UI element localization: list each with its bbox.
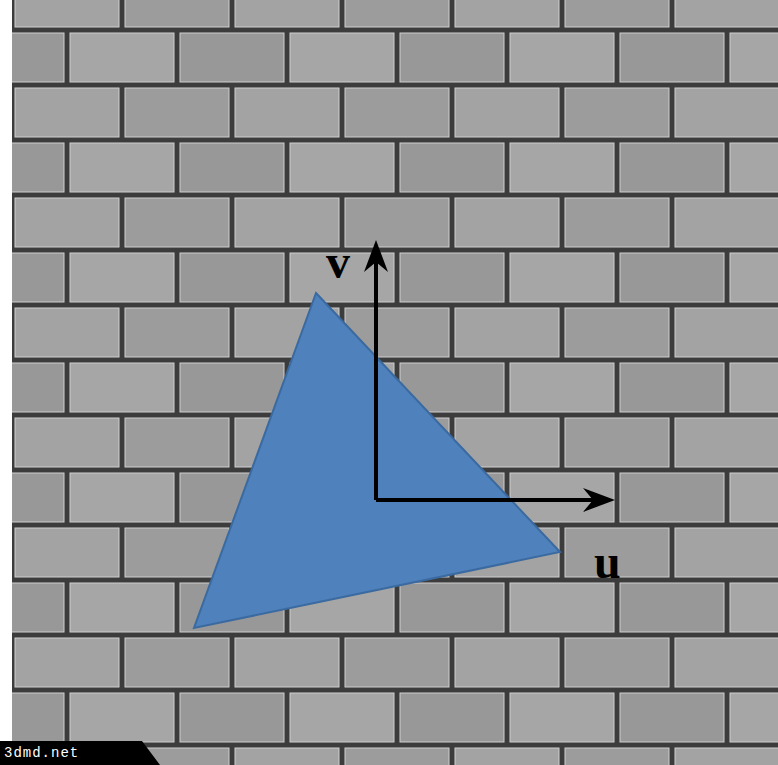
- watermark: 3dmd.net: [4, 746, 79, 760]
- axis-label: v: [326, 238, 350, 286]
- axis-label: u: [594, 538, 621, 586]
- arrow-head: [583, 488, 615, 512]
- arrow-head: [364, 240, 388, 272]
- watermark-band: [0, 741, 160, 765]
- brick-wall: [12, 0, 778, 765]
- uv-axes: [376, 250, 605, 500]
